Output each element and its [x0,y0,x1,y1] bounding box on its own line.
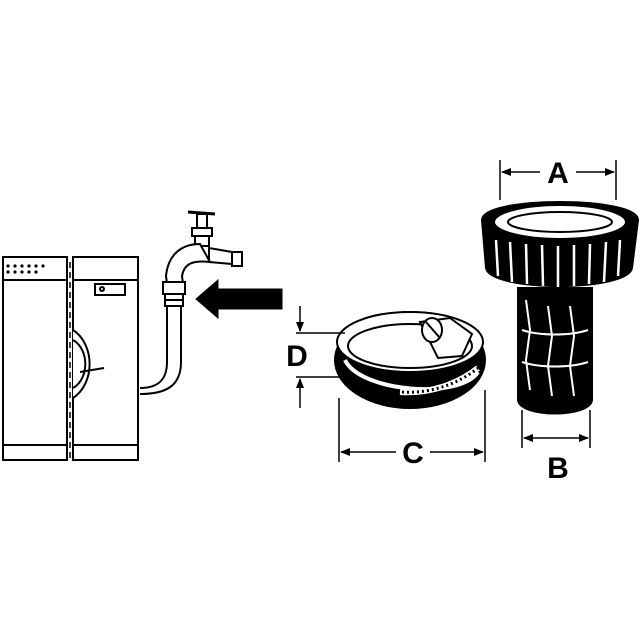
washer-left-cabinet [2,256,68,461]
dim-label-a: A [547,157,569,190]
hose-outer-left [139,306,168,389]
fitting-barb-highlights [521,299,589,397]
water-tap-illustration [139,210,243,395]
dim-label-d: D [286,340,308,373]
fitting-knurl-lines [494,239,622,287]
washer-right-plinth [72,444,139,461]
tap-collar [191,227,213,237]
washer-door-inner-ring [72,339,87,389]
hose-clamp-illustration [334,311,486,409]
hose-fitting-illustration [480,201,640,415]
fitting-nut-inner-rim [507,211,613,233]
clamp-band-highlight [343,358,480,392]
dim-label-c: C [402,437,424,470]
direction-arrow-icon [195,278,283,320]
washing-machine-illustration [2,256,139,461]
tap-wall-pipe [208,246,233,266]
fitting-nut-opening [493,204,627,240]
dimension-d [296,306,345,408]
clamp-screw-slot [425,321,441,339]
control-dots [6,264,45,274]
dimension-b [521,410,591,448]
dimension-a [499,160,617,200]
hose-coupling-top [162,281,186,295]
washer-door-latch [79,367,105,373]
tap-wall-nut [231,251,243,267]
washer-left-plinth [2,444,68,461]
dim-label-b: B [547,452,569,485]
tap-stem [196,213,208,229]
hose-outer-right [139,306,182,395]
dimension-c [338,390,486,462]
washer-handle [94,283,126,296]
fitting-stem [517,287,593,415]
clamp-strap-perforations [401,366,479,394]
washer-handle-knob [99,286,105,292]
